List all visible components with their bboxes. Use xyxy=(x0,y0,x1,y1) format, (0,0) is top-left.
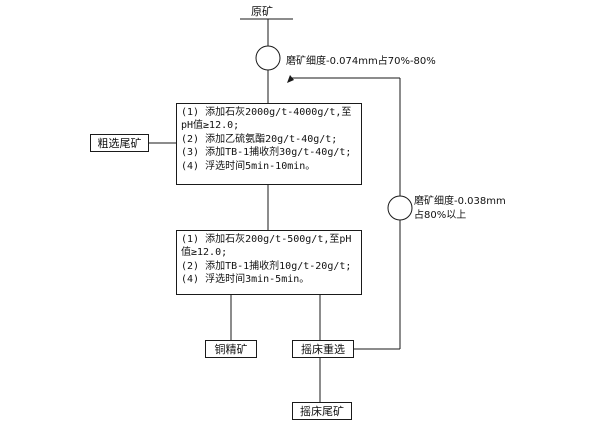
regrinding-mill-circle xyxy=(387,195,413,221)
rougher-step-line: (3) 添加TB-1捕收剂30g/t-40g/t; xyxy=(181,147,352,159)
rougher-step-line: (4) 浮选时间5min-10min。 xyxy=(181,160,316,172)
regrinding-label-line1: 磨矿细度-0.038mm xyxy=(414,196,506,207)
regrinding-label-line2: 占80%以上 xyxy=(414,210,467,221)
copper-concentrate-box: 铜精矿 xyxy=(205,340,257,358)
rougher-step-line: (1) 添加石灰2000g/t-4000g/t,至 xyxy=(181,107,352,118)
rougher-step-line: pH值≥12.0; xyxy=(181,120,240,132)
table-tailings-box: 摇床尾矿 xyxy=(292,402,352,420)
cleaner-flotation-box: (1) 添加石灰200g/t-500g/t,至pH 值≥12.0; (2) 添加… xyxy=(176,230,362,295)
cleaner-step-line: (4) 浮选时间3min-5min。 xyxy=(181,274,310,286)
feed-label: 原矿 xyxy=(251,5,273,18)
cleaner-step-line: 值≥12.0; xyxy=(181,247,228,259)
rougher-flotation-box: (1) 添加石灰2000g/t-4000g/t,至 pH值≥12.0; (2) … xyxy=(176,103,362,185)
rougher-step-line: (2) 添加乙硫氨酯20g/t-40g/t; xyxy=(181,133,338,145)
primary-grinding-mill-circle xyxy=(255,45,281,71)
cleaner-step-line: (2) 添加TB-1捕收剂10g/t-20g/t; xyxy=(181,260,352,272)
cleaner-step-line: (1) 添加石灰200g/t-500g/t,至pH xyxy=(181,234,352,245)
primary-grinding-label: 磨矿细度-0.074mm占70%-80% xyxy=(286,56,436,67)
rougher-tailings-box: 粗选尾矿 xyxy=(90,134,149,152)
shaking-table-box: 摇床重选 xyxy=(292,340,354,358)
return-arrowhead xyxy=(287,75,294,83)
